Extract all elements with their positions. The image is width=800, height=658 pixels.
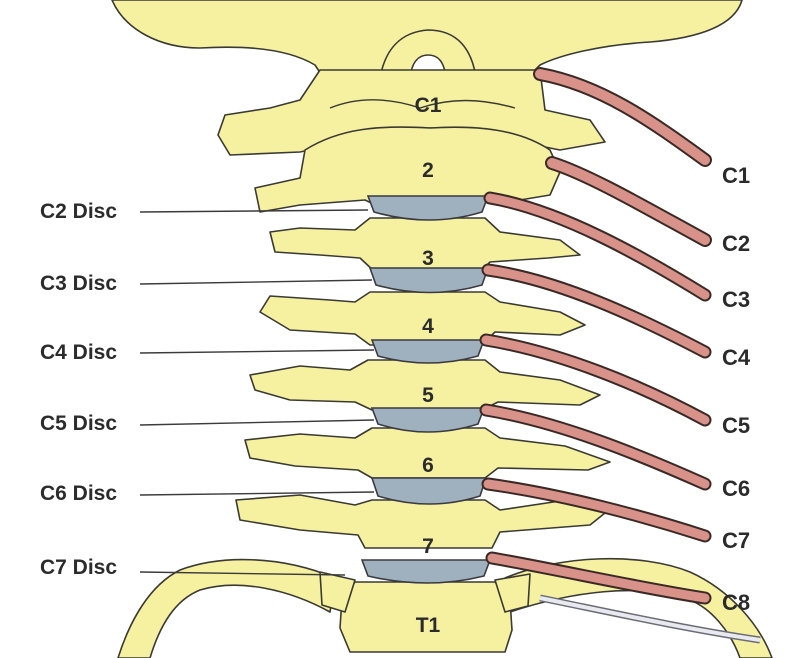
disc-c5 bbox=[370, 407, 486, 433]
t1-right-process bbox=[494, 573, 531, 613]
disc-label-c7: C7 Disc bbox=[40, 556, 117, 579]
vertebra-label-c1: C1 bbox=[415, 94, 442, 117]
nerve-label-c4: C4 bbox=[722, 345, 751, 370]
nerve-roots bbox=[479, 67, 712, 605]
disc-label-c2: C2 Disc bbox=[40, 200, 117, 223]
disc-label-c5: C5 Disc bbox=[40, 412, 117, 435]
disc-label-c3: C3 Disc bbox=[40, 272, 117, 295]
nerve-label-c5: C5 bbox=[722, 413, 750, 438]
t1-left-process bbox=[319, 571, 356, 613]
nerve-label-c2: C2 bbox=[722, 231, 750, 256]
leader-c6-disc bbox=[139, 491, 375, 496]
nerve-label-c7: C7 bbox=[722, 528, 750, 553]
right-first-rib bbox=[504, 557, 773, 658]
nerve-label-c3: C3 bbox=[722, 287, 750, 312]
disc-c3 bbox=[368, 267, 490, 294]
leader-c5-disc bbox=[139, 419, 375, 426]
nerve-label-c8: C8 bbox=[722, 590, 750, 615]
left-first-rib bbox=[117, 558, 336, 658]
leader-c4-disc bbox=[139, 349, 375, 354]
vertebra-label-7: 7 bbox=[422, 535, 434, 558]
foramen-arch bbox=[379, 29, 477, 79]
disc-c7 bbox=[360, 559, 492, 584]
vertebra-label-3: 3 bbox=[422, 247, 434, 270]
vertebra-label-5: 5 bbox=[422, 384, 434, 407]
nerve-label-c6: C6 bbox=[722, 476, 750, 501]
disc-c6 bbox=[370, 477, 488, 505]
leader-c2-disc bbox=[139, 209, 369, 213]
vertebra-label-6: 6 bbox=[422, 454, 434, 477]
leader-c7-disc bbox=[139, 571, 346, 576]
disc-label-c6: C6 Disc bbox=[40, 482, 117, 505]
vertebra-c7 bbox=[235, 494, 616, 549]
vertebra-label-4: 4 bbox=[422, 315, 434, 338]
vertebra-label-t1: T1 bbox=[416, 614, 441, 637]
disc-c4 bbox=[370, 339, 486, 364]
disc-c2 bbox=[366, 195, 490, 221]
vertebra-label-2: 2 bbox=[422, 159, 434, 182]
disc-label-c4: C4 Disc bbox=[40, 341, 117, 364]
leader-c3-disc bbox=[139, 279, 373, 285]
nerve-label-c1: C1 bbox=[722, 163, 750, 188]
